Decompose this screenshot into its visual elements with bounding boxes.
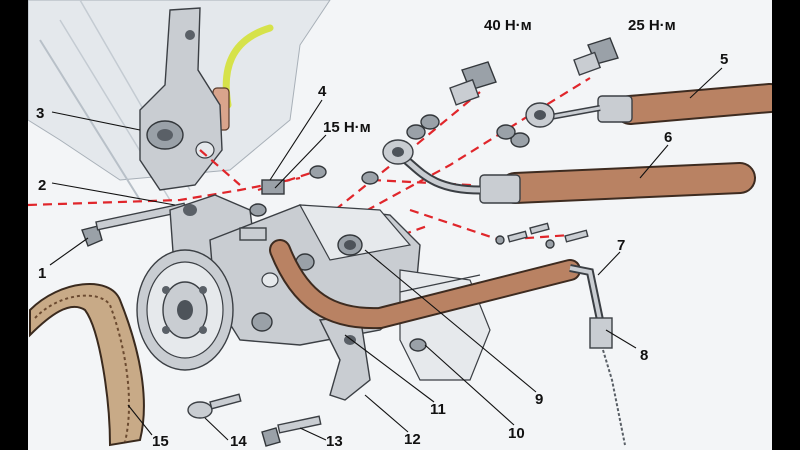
callout-3: 3: [36, 105, 44, 122]
mounting-bracket: [139, 7, 223, 191]
callout-11: 11: [430, 401, 446, 418]
callout-14: 14: [230, 433, 247, 450]
pump-pulley: [136, 249, 234, 371]
banjo-bolt-40: [406, 61, 497, 140]
callout-2: 2: [38, 177, 46, 194]
right-letterbox: [772, 0, 800, 450]
hose-part-6: [382, 139, 756, 204]
hose-part-5: [525, 83, 785, 128]
callout-10: 10: [508, 425, 525, 442]
hose-part-7: [269, 239, 604, 330]
banjo-bolt-25: [496, 37, 619, 148]
fitting-15: [239, 165, 379, 241]
callout-9: 9: [535, 391, 543, 408]
bolt-part-13: [261, 415, 322, 447]
bolt-part-14: [187, 393, 242, 419]
leader-lines: [49, 67, 723, 441]
callout-7: 7: [617, 237, 625, 254]
callout-13: 13: [326, 433, 343, 450]
hose-5-fitting: [597, 95, 633, 123]
washer-part-10: [409, 338, 427, 352]
callout-12: 12: [404, 431, 421, 448]
callout-5: 5: [720, 51, 728, 68]
callout-4: 4: [318, 83, 327, 100]
callout-1: 1: [38, 265, 46, 282]
torque-label-25: 25 Н·м: [628, 17, 676, 34]
torque-label-15: 15 Н·м: [323, 119, 371, 136]
drive-belt: [29, 283, 145, 447]
small-bolts: [495, 222, 589, 249]
callout-15: 15: [152, 433, 169, 450]
callout-8: 8: [640, 347, 648, 364]
callout-6: 6: [664, 129, 672, 146]
torque-label-40: 40 Н·м: [484, 17, 532, 34]
left-letterbox: [0, 0, 28, 450]
